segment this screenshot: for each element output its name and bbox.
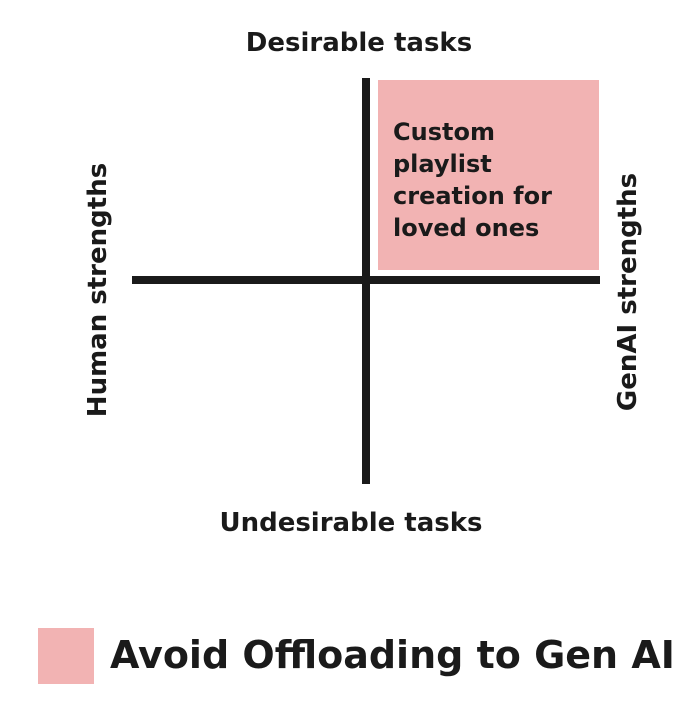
axis-label-top: Desirable tasks <box>245 28 473 58</box>
axis-label-left: Human strengths <box>83 162 113 418</box>
quadrant-item-text: Custom playlist creation for loved ones <box>393 116 593 244</box>
horizontal-axis-line <box>132 276 600 284</box>
axis-label-bottom: Undesirable tasks <box>219 508 483 538</box>
axis-label-right: GenAI strengths <box>613 172 643 412</box>
quadrant-item-line: creation for <box>393 182 552 210</box>
quadrant-highlight-box <box>378 80 599 270</box>
quadrant-item-line: playlist <box>393 150 492 178</box>
quadrant-item-line: Custom <box>393 118 495 146</box>
legend-label: Avoid Offloading to Gen AI <box>110 633 675 677</box>
quadrant-item-line: loved ones <box>393 214 540 242</box>
legend-swatch <box>38 628 94 684</box>
